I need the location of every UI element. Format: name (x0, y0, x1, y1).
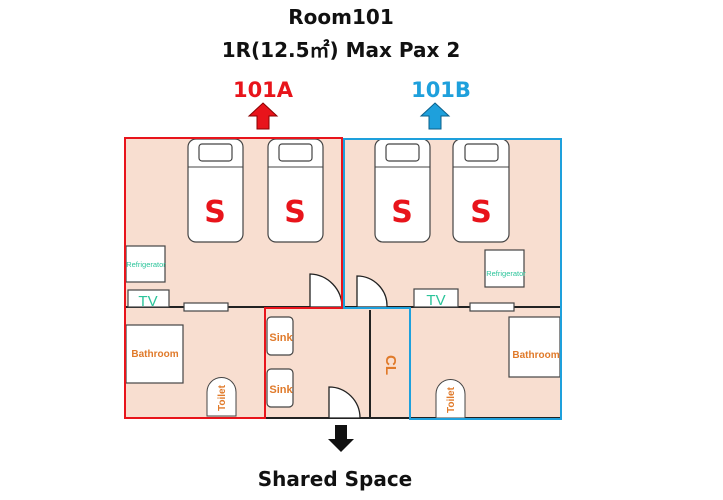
window-b (469, 302, 515, 312)
unit-101b-outline (343, 138, 562, 420)
tv-b-label: TV (426, 292, 445, 309)
unit-101a-outline (124, 137, 343, 419)
room-title: Room101 (288, 5, 393, 29)
door-shared[interactable] (328, 386, 361, 419)
sink-1 (266, 316, 294, 356)
bed-label: S (391, 195, 413, 230)
shared-space-label: Shared Space (258, 467, 412, 491)
refrigerator-a (125, 245, 166, 283)
room-subtitle: 1R(12.5㎡) Max Pax 2 (222, 38, 461, 62)
unit-101a-arrow-icon (247, 102, 279, 130)
sink-2-label: Sink (269, 384, 293, 396)
tv-a-label: TV (138, 293, 157, 310)
unit-101a-label: 101A (233, 78, 294, 102)
door-101b[interactable] (356, 275, 388, 308)
refrigerator-a-label: Refrigerator (126, 260, 166, 269)
bed-label: S (470, 195, 492, 230)
unit-101b-arrow-icon (419, 102, 451, 130)
closet-label: CL (382, 355, 399, 375)
bed-label: S (204, 195, 226, 230)
bed-2: S (267, 138, 324, 243)
tv-a (127, 289, 170, 308)
sink-2 (266, 368, 294, 408)
toilet-a-label: Toilet (217, 384, 228, 411)
bed-4: S (452, 138, 510, 243)
bed-3: S (374, 138, 431, 243)
bathroom-b-label: Bathroom (512, 350, 559, 361)
toilet-b (435, 379, 466, 419)
bathroom-b (508, 316, 561, 378)
bed-label: S (284, 195, 306, 230)
unit-101b-label: 101B (411, 78, 471, 102)
refrigerator-b-label: Refrigerator (486, 269, 526, 278)
tv-b (413, 288, 459, 308)
toilet-b-label: Toilet (446, 386, 457, 413)
sink-1-label: Sink (269, 332, 293, 344)
window-a (183, 302, 229, 312)
shared-space-arrow-icon (328, 425, 354, 452)
bed-1: S (187, 138, 244, 243)
bathroom-a-label: Bathroom (131, 349, 178, 360)
refrigerator-b (484, 249, 525, 288)
toilet-a (206, 377, 237, 417)
